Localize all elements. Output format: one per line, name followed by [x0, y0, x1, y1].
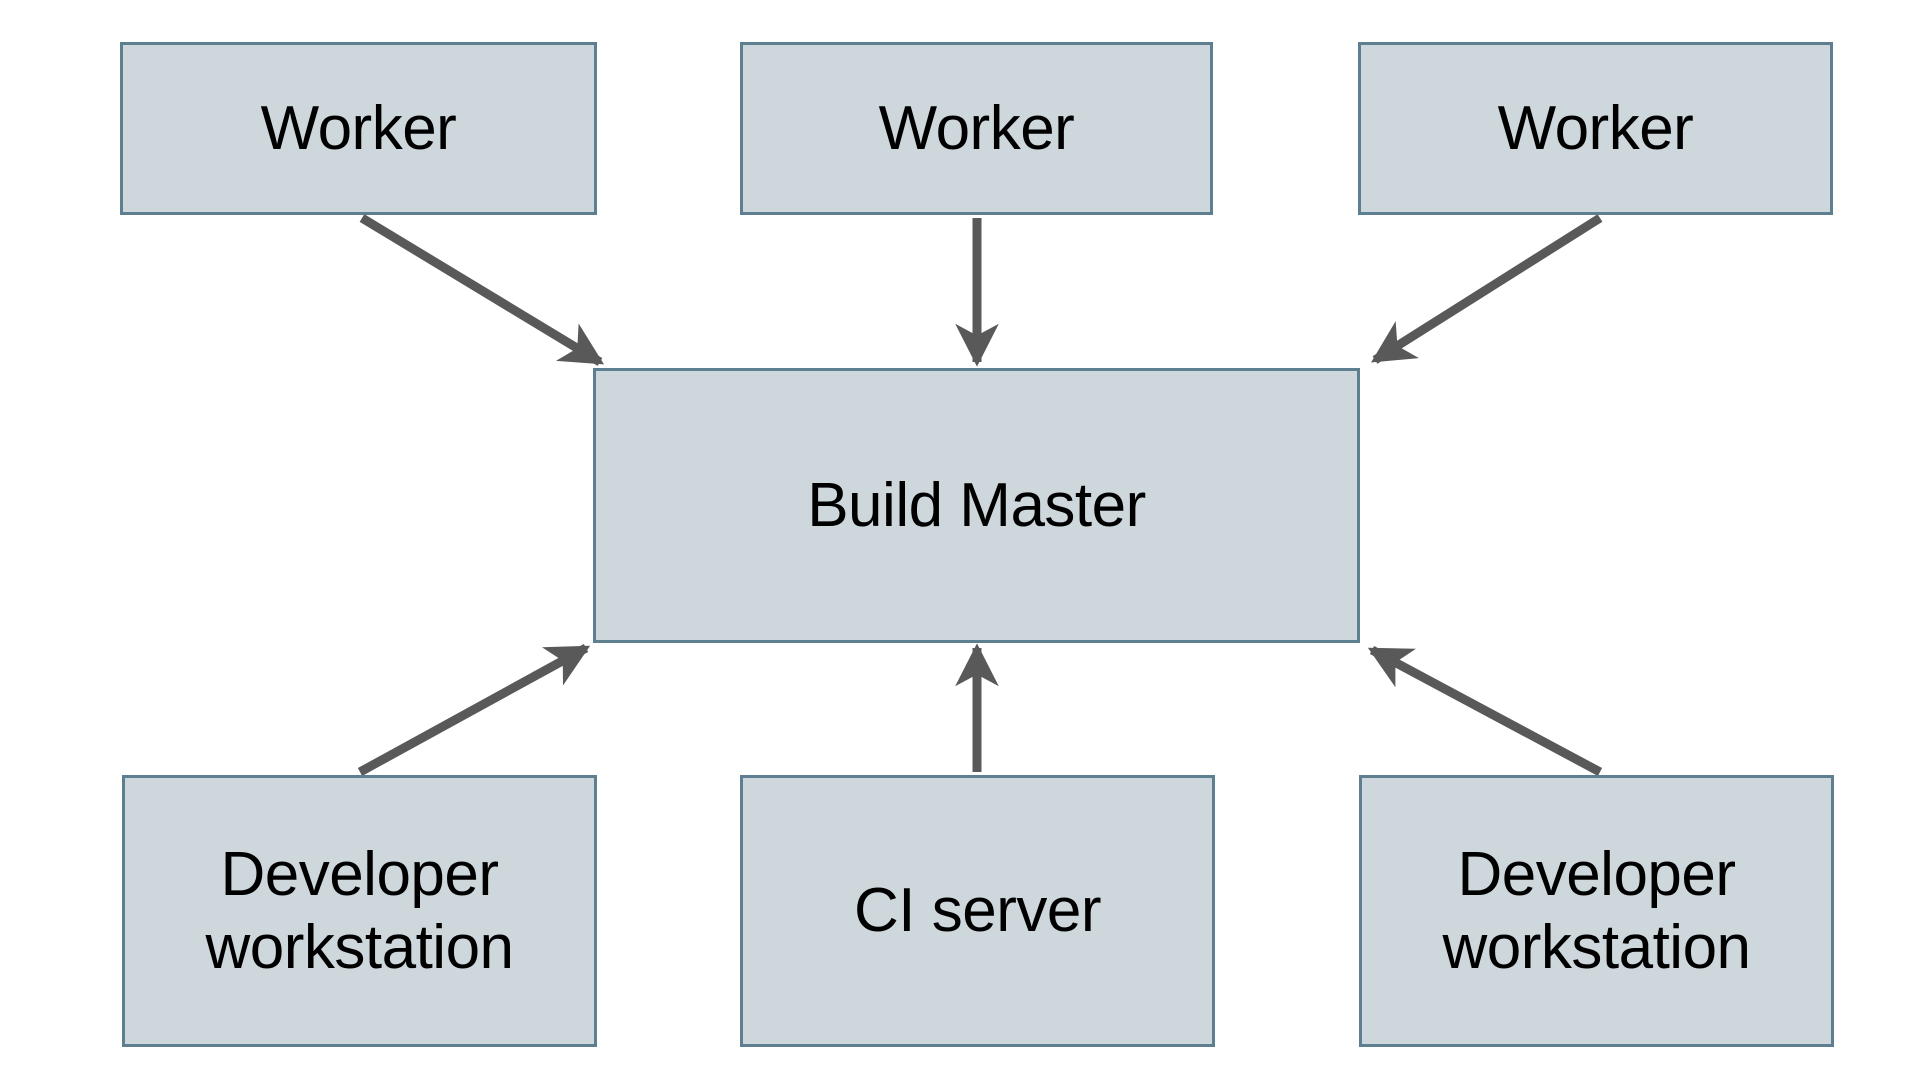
node-worker-middle[interactable]: Worker: [740, 42, 1213, 215]
node-label-worker-left: Worker: [260, 93, 457, 163]
edge-worker-right-to-master-arrow: [1371, 214, 1603, 364]
node-label-worker-middle: Worker: [878, 93, 1075, 163]
node-worker-left[interactable]: Worker: [120, 42, 597, 215]
node-worker-right[interactable]: Worker: [1358, 42, 1833, 215]
node-label-worker-right: Worker: [1497, 93, 1694, 163]
node-label-ci-server: CI server: [854, 876, 1101, 946]
edge-devws-left-to-master-arrow: [357, 644, 591, 776]
node-ci-server[interactable]: CI server: [740, 775, 1215, 1047]
node-developer-workstation-right[interactable]: Developer workstation: [1359, 775, 1834, 1047]
node-label-build-master: Build Master: [807, 470, 1146, 540]
edge-devws-right-to-master-arrow: [1367, 646, 1603, 776]
node-build-master[interactable]: Build Master: [593, 368, 1360, 643]
edge-worker-left-to-master-arrow: [359, 214, 605, 366]
node-developer-workstation-left[interactable]: Developer workstation: [122, 775, 597, 1047]
node-label-developer-workstation-left: Developer workstation: [205, 839, 514, 982]
node-label-developer-workstation-right: Developer workstation: [1442, 839, 1751, 982]
